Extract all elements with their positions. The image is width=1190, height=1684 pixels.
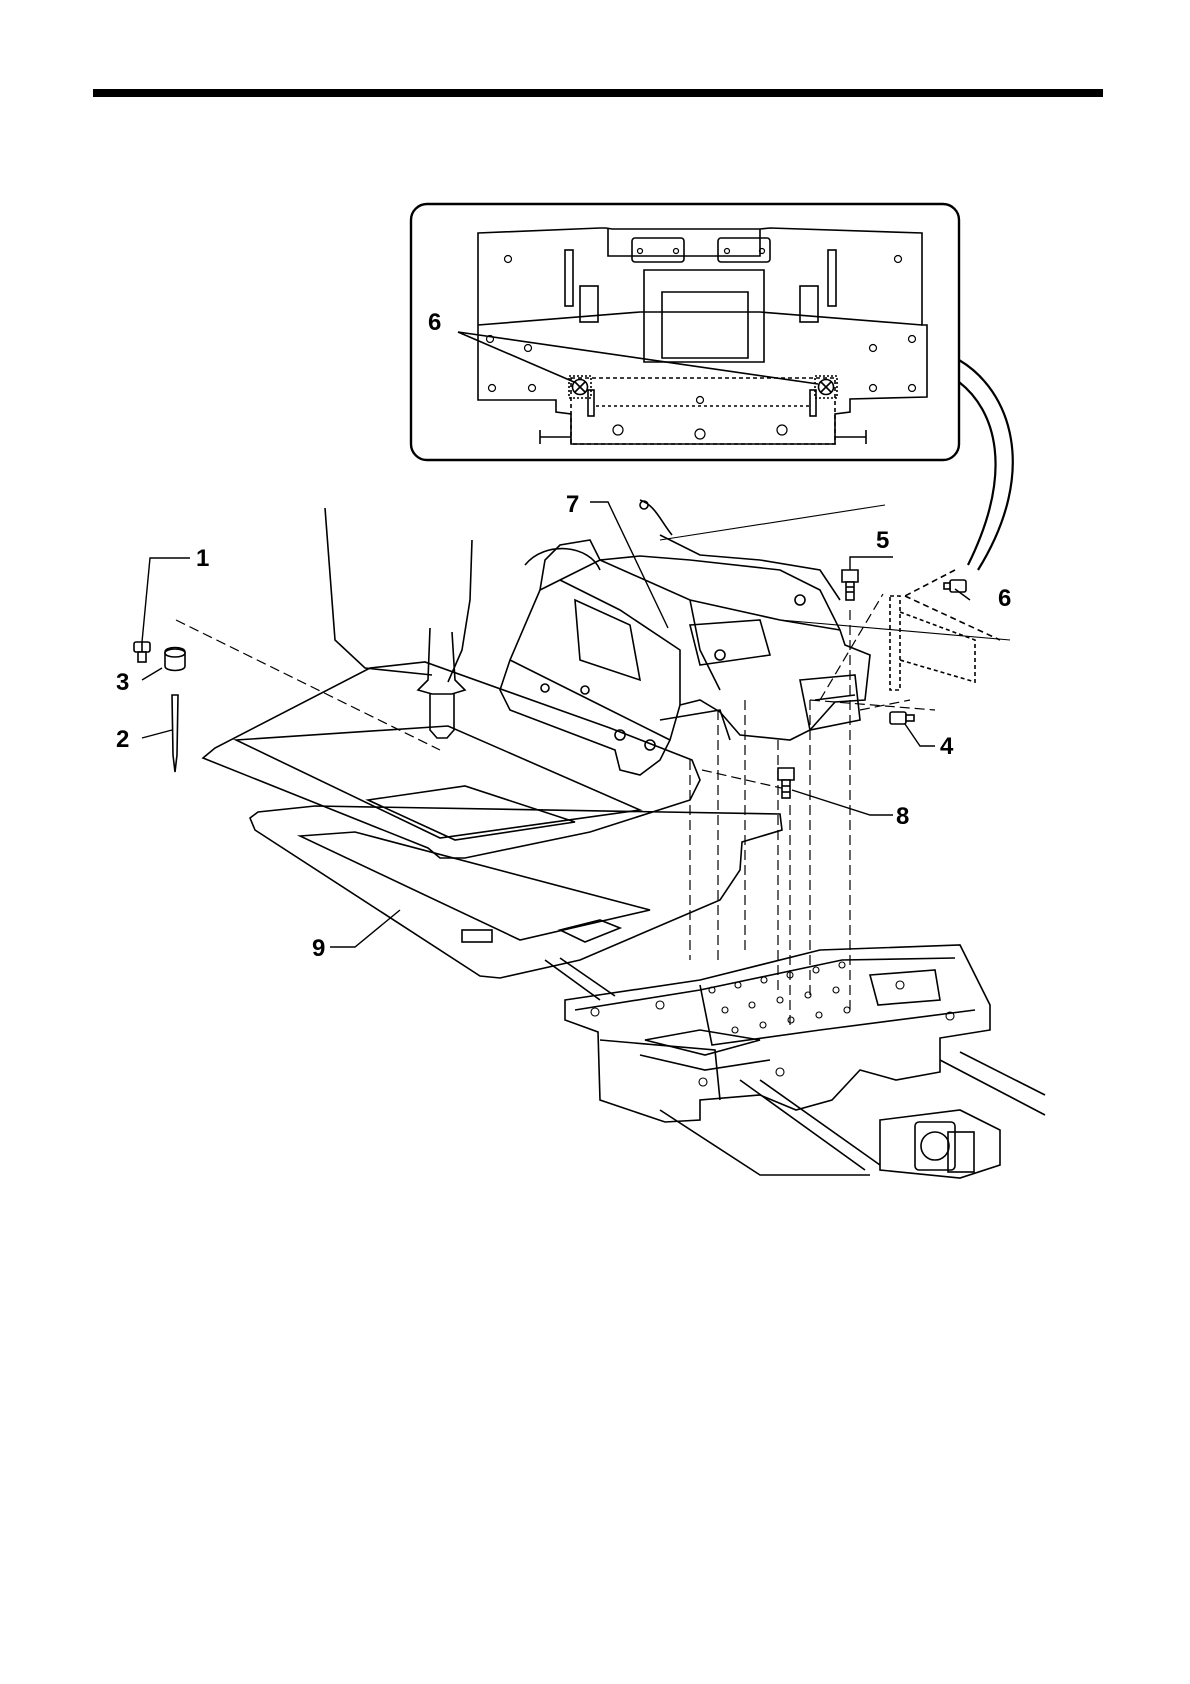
bolt-6-icon [944,580,966,592]
inset-screw-right-icon [815,376,837,398]
callout-3: 3 [116,669,129,696]
inset-frame [411,204,959,460]
needle-clamp-3-icon [165,648,185,671]
inset-link-curve [959,360,1013,570]
callout-2: 2 [116,726,129,753]
bolt-5-icon [842,570,858,600]
callout-7: 7 [566,491,579,518]
screw-1-icon [134,642,150,662]
callout-1: 1 [196,545,209,572]
inset-plate [478,228,927,444]
callout-5: 5 [876,527,889,554]
callout-6-main: 6 [998,585,1011,612]
feed-plate [250,806,782,978]
callout-6-inset: 6 [428,309,441,336]
inset-detail-view [411,204,1013,570]
main-assembly [176,500,1045,1178]
needle-2-icon [172,695,178,772]
bolt-8-icon [778,768,794,798]
callout-9: 9 [312,935,325,962]
head-mechanism [500,556,870,775]
callout-leaders [142,502,970,947]
header-rule [93,89,1103,97]
callout-8: 8 [896,803,909,830]
bolt-4-icon [890,712,914,724]
callout-4: 4 [940,733,954,760]
